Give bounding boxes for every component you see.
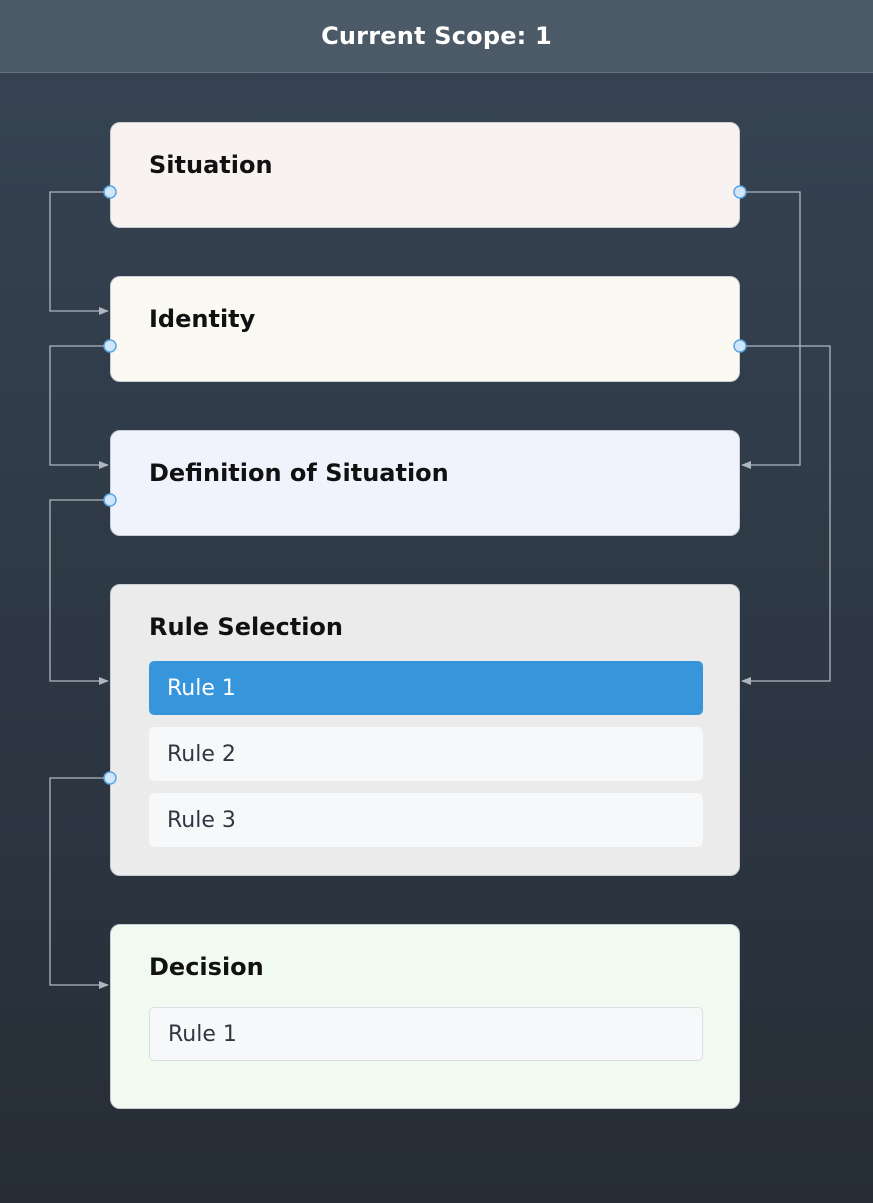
rule-selection-card: Rule Selection Rule 1 Rule 2 Rule 3 (110, 584, 740, 876)
definition-card[interactable]: Definition of Situation (110, 430, 740, 536)
decision-value: Rule 1 (149, 1007, 703, 1061)
identity-title: Identity (149, 305, 256, 333)
rule-option-1[interactable]: Rule 1 (149, 661, 703, 715)
connector-situation-identity (49, 191, 110, 315)
header-bar: Current Scope: 1 (0, 0, 873, 73)
connector-identity-rules (740, 345, 831, 685)
rule-option-2[interactable]: Rule 2 (149, 727, 703, 781)
situation-card[interactable]: Situation (110, 122, 740, 228)
rule-selection-title: Rule Selection (149, 613, 343, 641)
connector-definition-rules (49, 499, 110, 685)
connector-identity-definition (49, 345, 110, 469)
decision-title: Decision (149, 953, 264, 981)
situation-title: Situation (149, 151, 273, 179)
identity-card[interactable]: Identity (110, 276, 740, 382)
rule-option-3[interactable]: Rule 3 (149, 793, 703, 847)
scope-title: Current Scope: 1 (321, 22, 552, 50)
connector-rules-decision (49, 777, 110, 989)
connector-situation-definition (740, 191, 801, 469)
definition-title: Definition of Situation (149, 459, 449, 487)
decision-card: Decision Rule 1 (110, 924, 740, 1109)
